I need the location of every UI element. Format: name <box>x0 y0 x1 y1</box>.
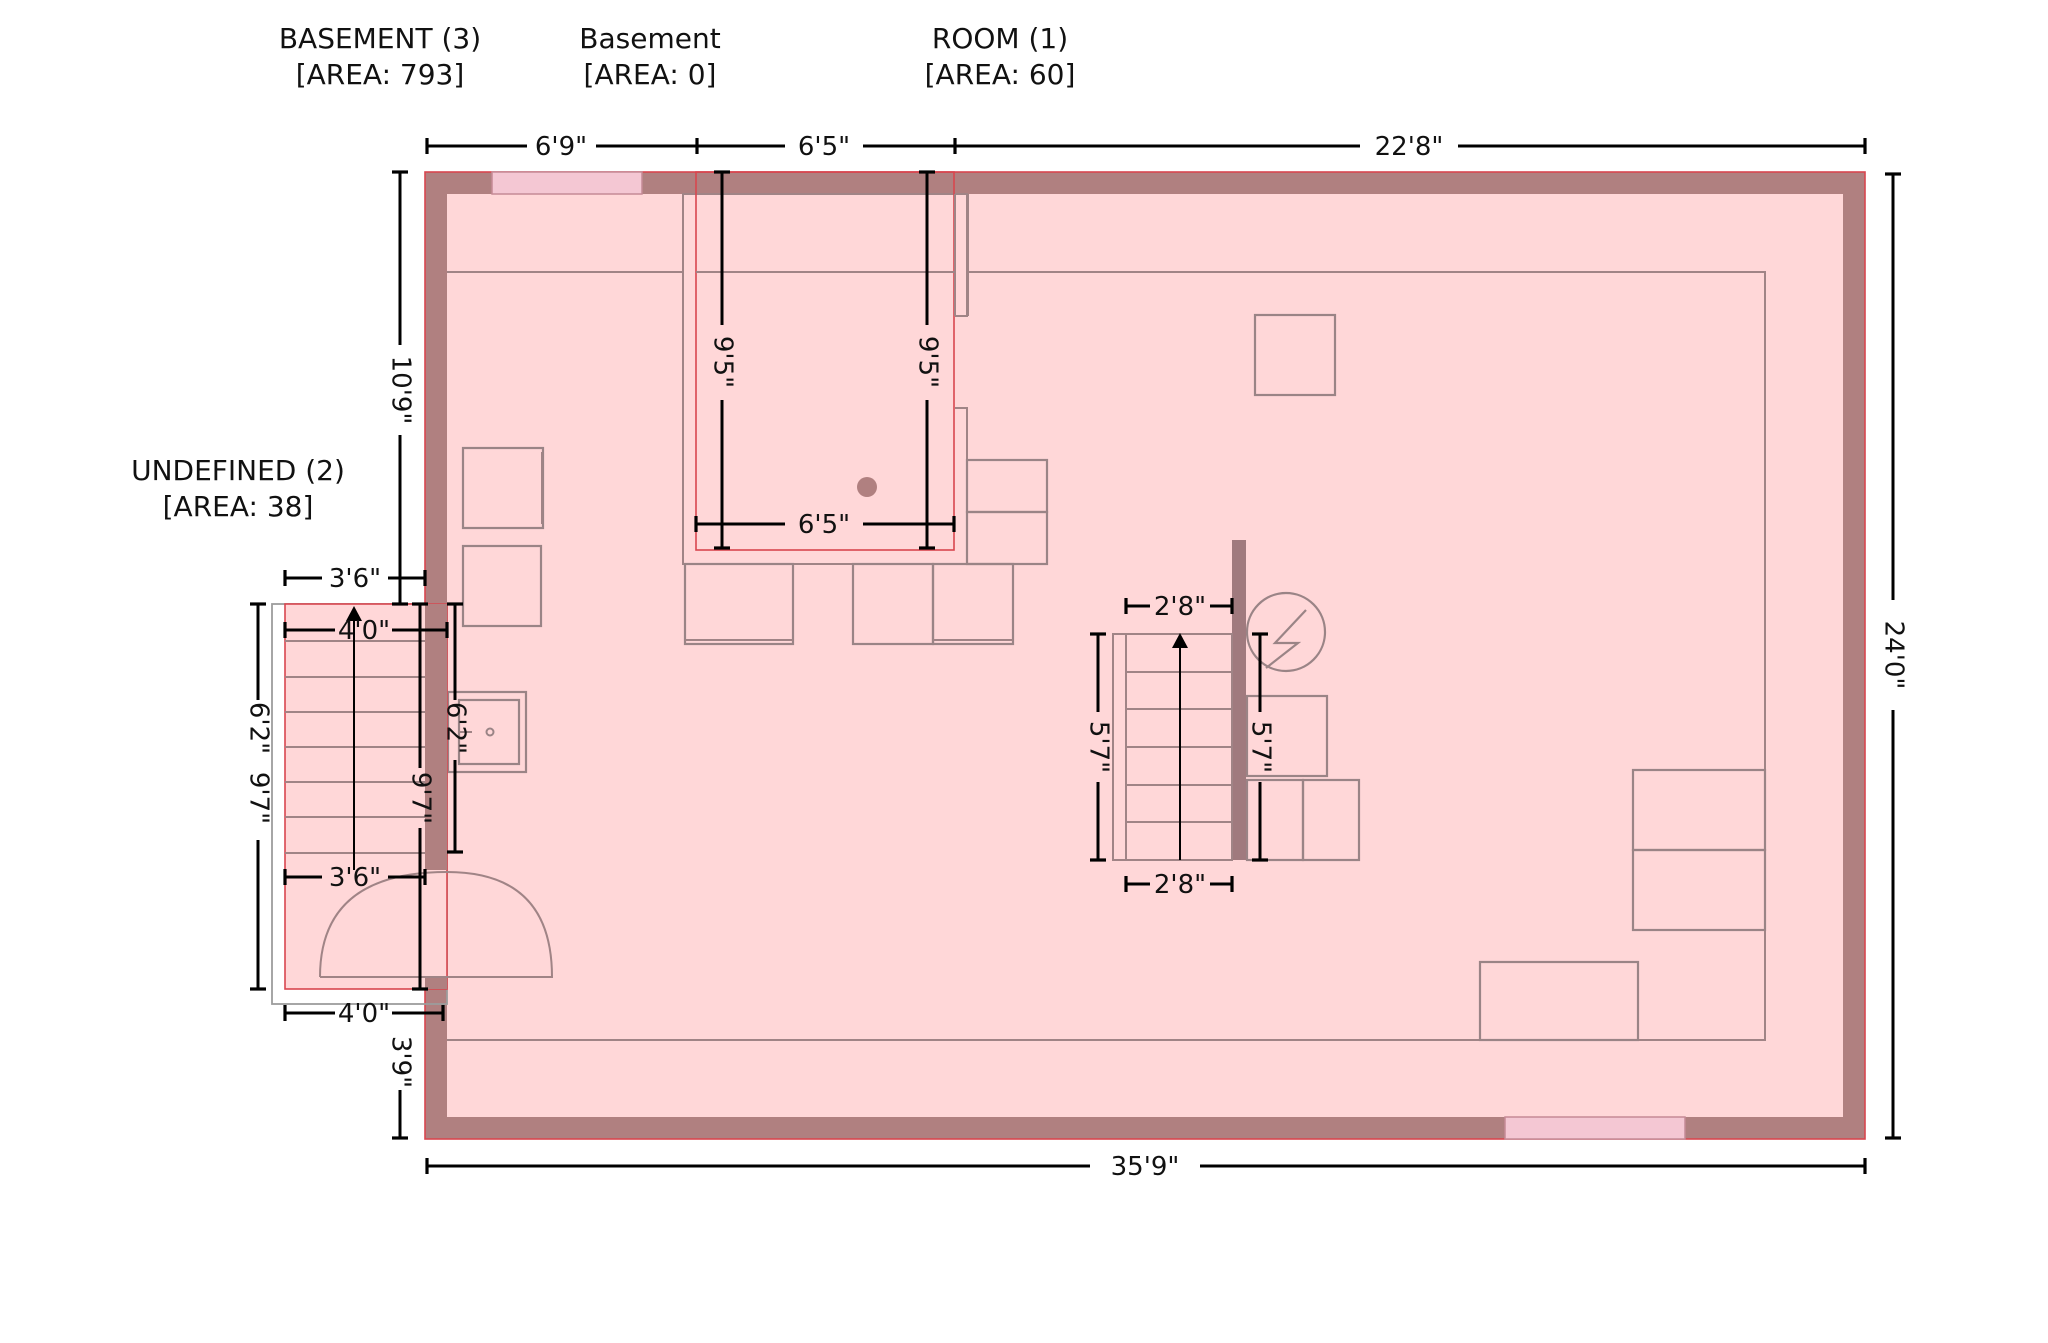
room-name: BASEMENT (3) <box>279 22 481 55</box>
dim-label: 9'7" <box>406 772 436 824</box>
dim-label: 2'8" <box>1154 870 1206 900</box>
basement-floor <box>447 194 1843 1117</box>
shelf-unit <box>1631 848 1767 932</box>
dim-label: 9'7" <box>244 772 274 824</box>
dim-label: 4'0" <box>338 999 390 1029</box>
room1-door-gap <box>955 316 969 408</box>
dim-label: 5'7" <box>1246 721 1276 773</box>
room-area: [AREA: 60] <box>925 58 1076 91</box>
interior-line <box>447 271 1766 1041</box>
cabinet-box <box>965 510 1049 566</box>
room-label-basement: Basement [AREA: 0] <box>579 22 720 91</box>
electrical-panel-icon <box>1245 591 1327 673</box>
door-swing-icon <box>319 870 554 978</box>
room-label-room-1: ROOM (1) [AREA: 60] <box>925 22 1076 91</box>
appliance-box <box>461 544 543 628</box>
room-name: Basement <box>579 22 720 55</box>
room-area: [AREA: 0] <box>584 58 717 91</box>
storage-box <box>1245 694 1329 778</box>
room-label-undefined-2: UNDEFINED (2) [AREA: 38] <box>131 454 345 523</box>
storage-box <box>1301 778 1361 862</box>
dim-label: 24'0" <box>1879 621 1909 690</box>
stairs-arrow-icon <box>1172 633 1188 648</box>
room-name: UNDEFINED (2) <box>131 454 345 487</box>
dim-label: 6'5" <box>798 132 850 162</box>
room-area: [AREA: 793] <box>296 58 465 91</box>
dim-label: 3'9" <box>386 1036 416 1088</box>
room-label-basement-3: BASEMENT (3) [AREA: 793] <box>279 22 481 91</box>
room1-outline <box>695 171 955 551</box>
counter-box <box>683 562 795 646</box>
window-top <box>491 171 643 195</box>
stairs-arrow-icon <box>346 606 362 621</box>
drain-icon <box>857 477 877 497</box>
window-bottom <box>1504 1116 1686 1140</box>
dim-label: 6'9" <box>535 132 587 162</box>
dim-label: 9'5" <box>913 336 943 388</box>
dim-label: 6'2" <box>244 702 274 754</box>
dim-label: 22'8" <box>1375 132 1444 162</box>
dim-label: 3'6" <box>329 564 381 594</box>
dim-label: 9'5" <box>708 336 738 388</box>
dim-label: 5'7" <box>1084 721 1114 773</box>
room-area: [AREA: 38] <box>163 490 314 523</box>
sink-icon <box>446 690 528 774</box>
dim-label: 4'0" <box>338 616 390 646</box>
central-staircase <box>1112 540 1246 861</box>
dim-label: 3'6" <box>329 863 381 893</box>
appliance-box <box>1253 313 1337 397</box>
dim-label: 6'5" <box>798 510 850 540</box>
dim-label: 2'8" <box>1154 592 1206 622</box>
workbench <box>1478 960 1640 1042</box>
dim-label: 35'9" <box>1111 1152 1180 1182</box>
dim-label: 10'9" <box>386 356 416 425</box>
dim-label: 6'2" <box>441 702 471 754</box>
room-name: ROOM (1) <box>932 22 1068 55</box>
